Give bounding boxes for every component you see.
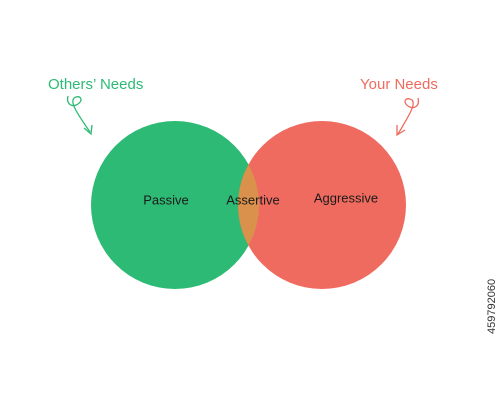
aggressive-label: Aggressive (313, 190, 379, 206)
passive-label: Passive (143, 192, 189, 208)
curly-arrow-icon (396, 97, 420, 137)
your-needs-circle (238, 121, 406, 289)
others-needs-circle (91, 121, 259, 289)
curly-arrow-icon (66, 95, 93, 136)
assertive-label: Assertive (226, 192, 280, 208)
stock-id-text: 459792060 (486, 278, 498, 334)
your-needs-label: Your Needs (360, 76, 438, 93)
others-needs-label: Others’ Needs (48, 76, 144, 93)
